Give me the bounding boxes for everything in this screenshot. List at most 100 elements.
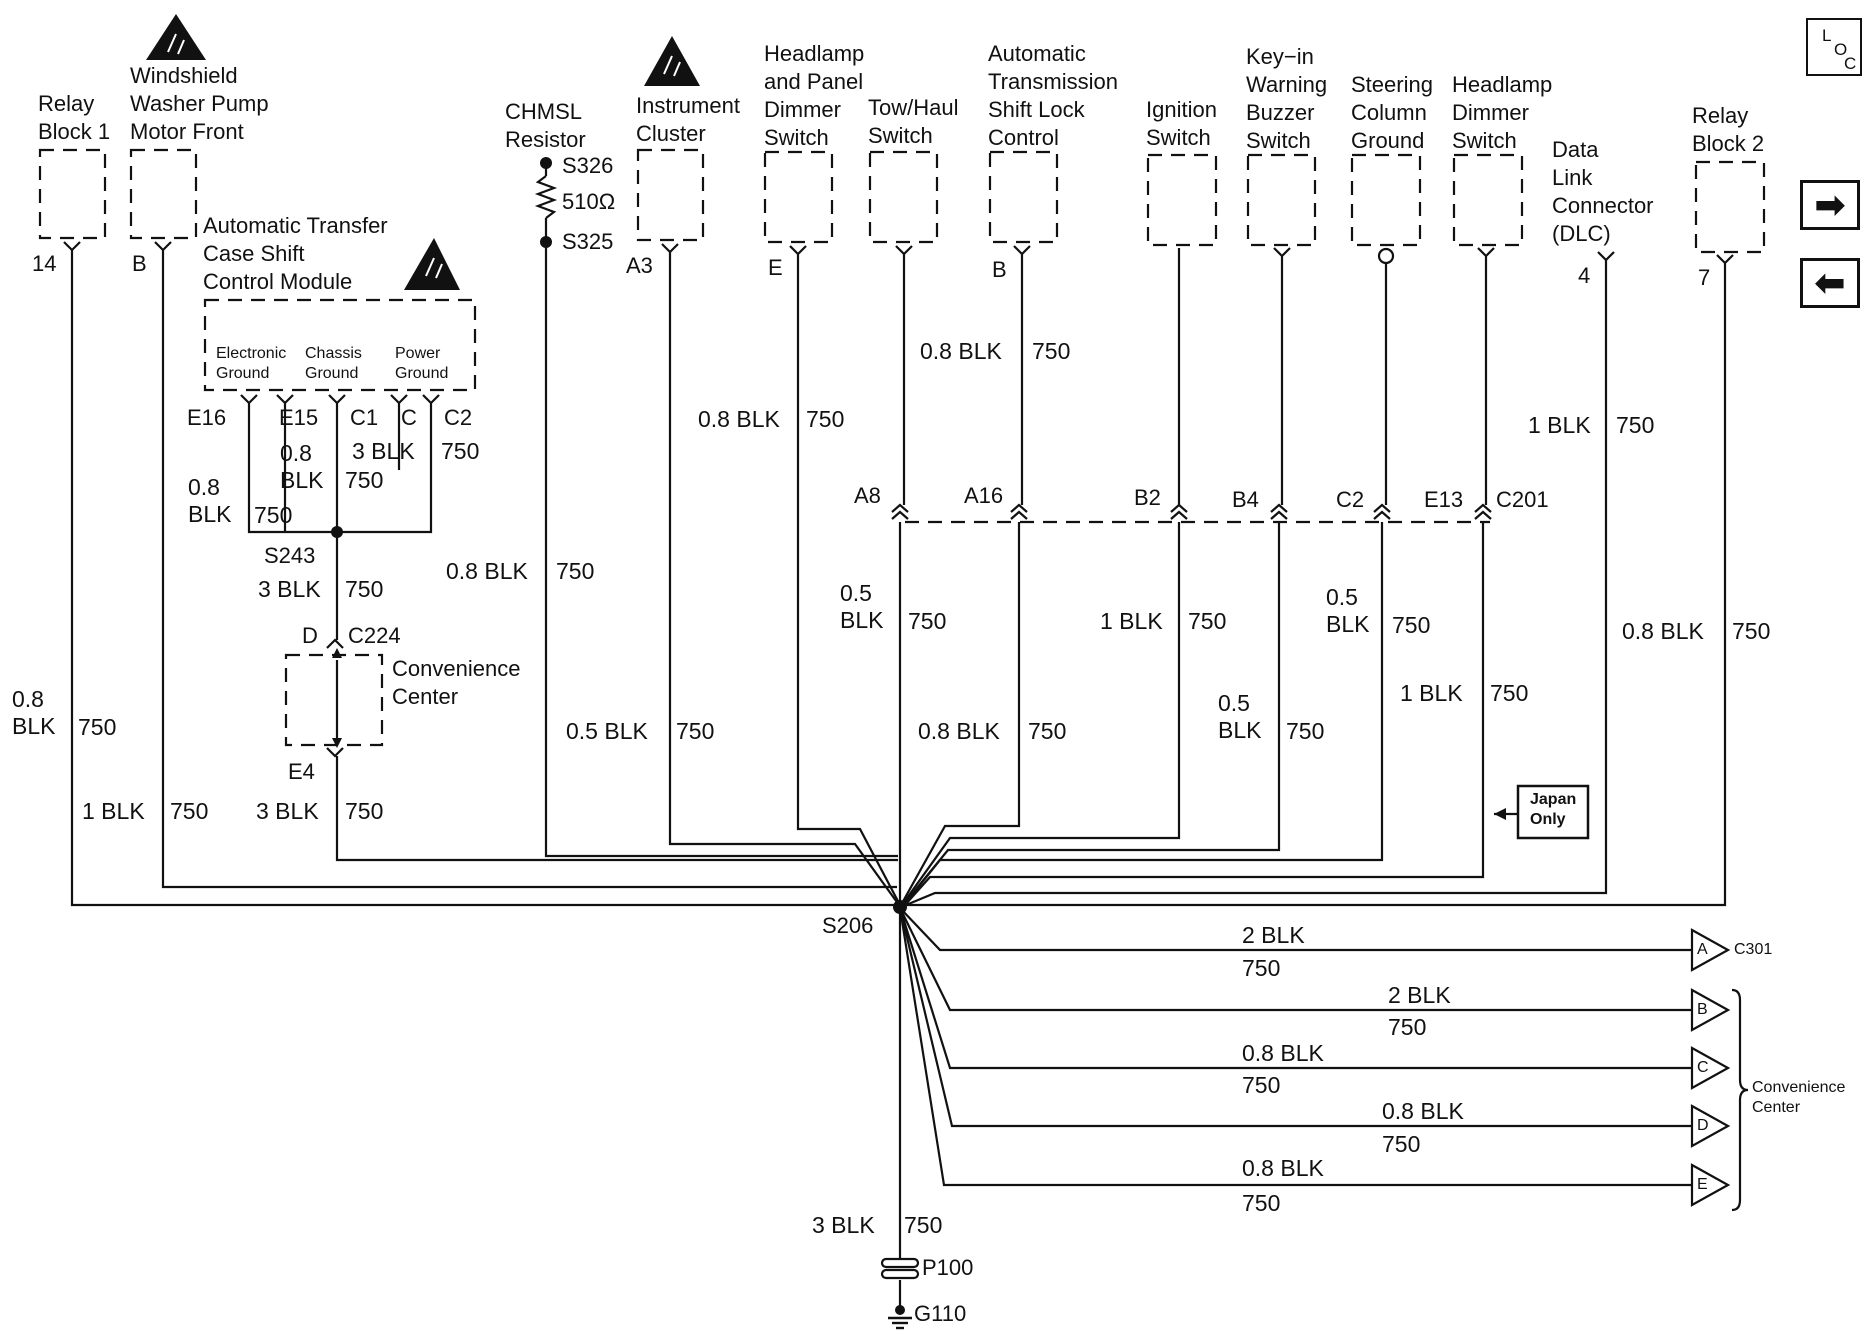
steering-ground-ring — [1377, 247, 1395, 265]
arrow-e: E — [1697, 1176, 1708, 1193]
relay-block-1-box — [38, 148, 107, 240]
prev-page-button[interactable]: ⬅ — [1800, 258, 1860, 308]
wire-code-tc-d: 750 — [441, 438, 480, 464]
pin-c2-c201: C2 — [1336, 487, 1365, 512]
connector-c301: C301 — [1734, 941, 1773, 958]
esd-icon-2 — [644, 36, 700, 86]
instrument-cluster-label: Instrument Cluster — [636, 93, 740, 146]
wire-out-a — [899, 907, 1692, 952]
ground-g110: G110 — [914, 1301, 967, 1326]
wire-dlc — [905, 268, 1608, 907]
pin-e: E — [768, 255, 783, 280]
pin-b-shift: B — [992, 257, 1007, 282]
wire-headlamp-panel — [796, 262, 901, 906]
out-arrows — [1690, 928, 1731, 1207]
pin-7: 7 — [1698, 265, 1711, 290]
steering-ground-label: Steering Column Ground — [1351, 72, 1433, 153]
wire-code-ign: 750 — [1188, 608, 1227, 634]
wire-washer-pump — [161, 258, 897, 889]
wire-code-chmsl: 750 — [556, 558, 595, 584]
wire-out-c — [898, 907, 1692, 1070]
wire-code-out-c: 750 — [1242, 1072, 1281, 1098]
splice-s206: S206 — [822, 913, 874, 938]
transfer-case-box — [203, 298, 477, 392]
wire-label-chmsl: 0.8 BLK — [446, 558, 528, 584]
arrow-right-icon: ➡ — [1814, 184, 1846, 225]
wire-code-tc-a: 750 — [254, 502, 293, 528]
splice-s326: S326 — [562, 153, 614, 178]
wire-label-rb1: 0.8 BLK — [12, 686, 56, 739]
wire-out-e — [898, 907, 1692, 1187]
headlamp-dimmer-box — [1452, 153, 1524, 247]
keyin-buzzer-label: Key−in Warning Buzzer Switch — [1246, 44, 1328, 153]
dlc-label: Data Link Connector (DLC) — [1552, 137, 1654, 246]
washer-pump-box — [129, 148, 198, 240]
s325-dot — [540, 236, 552, 248]
wire-code-rb1: 750 — [78, 714, 117, 740]
wire-label-out-b: 2 BLK — [1388, 982, 1451, 1008]
next-page-button[interactable]: ➡ — [1800, 180, 1860, 230]
wire-label-hpd: 0.8 BLK — [698, 406, 780, 432]
arrow-a: A — [1697, 941, 1708, 958]
component-boxes — [38, 148, 1766, 747]
wire-label-ground: 3 BLK — [812, 1212, 875, 1238]
wire-code-th-dn: 750 — [908, 608, 947, 634]
pin-a3: A3 — [626, 253, 653, 278]
relay-block-1-label: Relay Block 1 — [38, 91, 111, 144]
wire-code-out-e: 750 — [1242, 1190, 1281, 1216]
wire-label-hd-up: 1 BLK — [1528, 412, 1591, 438]
trans-shift-lock-box — [988, 150, 1059, 244]
splice-s325: S325 — [562, 229, 614, 254]
splice-s243: S243 — [264, 543, 316, 568]
wire-label-th-up: 0.8 BLK — [920, 338, 1002, 364]
wire-code-hd-dn: 750 — [1490, 680, 1529, 706]
pin-a16: A16 — [964, 483, 1004, 508]
wire-out-d — [898, 907, 1692, 1128]
convenience-center-small-label: Convenience Center — [1752, 1079, 1846, 1116]
wire-label-ic: 0.5 BLK — [566, 718, 648, 744]
wire-label-key: 0.5 BLK — [1218, 690, 1262, 743]
wire-label-out-a: 2 BLK — [1242, 922, 1305, 948]
wire-label-tsl: 0.8 BLK — [918, 718, 1000, 744]
wire-code-steer: 750 — [1392, 612, 1431, 638]
convenience-center-label: Convenience Center — [392, 656, 521, 709]
g110-ground-icon — [895, 1305, 905, 1315]
headlamp-panel-dimmer-label: Headlamp and Panel Dimmer Switch — [764, 41, 865, 150]
tow-haul-box — [868, 150, 939, 244]
wire-relay-block-1 — [70, 258, 896, 907]
wire-label-s243: 3 BLK — [258, 576, 321, 602]
wire-label-steer: 0.5 BLK — [1326, 584, 1370, 637]
wire-label-out-d: 0.8 BLK — [1382, 1098, 1464, 1124]
pin-4: 4 — [1578, 263, 1591, 288]
wire-label-out-e: 0.8 BLK — [1242, 1155, 1324, 1181]
pin-e4: E4 — [288, 759, 315, 784]
wire-code-key: 750 — [1286, 718, 1325, 744]
washer-pump-label: Windshield Washer Pump Motor Front — [130, 63, 269, 144]
wire-code-rb2: 750 — [1732, 618, 1771, 644]
headlamp-dimmer-label: Headlamp Dimmer Switch — [1452, 72, 1553, 153]
arrow-c: C — [1697, 1059, 1709, 1076]
ignition-label: Ignition Switch — [1146, 97, 1217, 150]
wire-code-hpd: 750 — [806, 406, 845, 432]
wire-label-out-c: 0.8 BLK — [1242, 1040, 1324, 1066]
wire-headlamp-dimmer — [904, 522, 1485, 906]
wire-label-ign: 1 BLK — [1100, 608, 1163, 634]
tow-haul-label: Tow/Haul Switch — [868, 95, 959, 148]
wire-code-ground: 750 — [904, 1212, 943, 1238]
convenience-center-box — [284, 653, 384, 747]
electronic-ground-label: Electronic Ground — [216, 345, 287, 382]
pin-e16: E16 — [187, 405, 227, 430]
location-button[interactable]: L O C — [1806, 18, 1862, 76]
pin-e13: E13 — [1424, 487, 1464, 512]
connector-c201: C201 — [1496, 487, 1549, 512]
s326-dot — [540, 157, 552, 169]
arrow-left-icon: ⬅ — [1814, 262, 1846, 303]
wire-code-out-d: 750 — [1382, 1131, 1421, 1157]
s243-dot — [331, 526, 343, 538]
wire-code-hd-up: 750 — [1616, 412, 1655, 438]
wire-e4 — [335, 756, 898, 862]
trans-shift-lock-label: Automatic Transmission Shift Lock Contro… — [988, 41, 1118, 150]
wire-label-tc-a: 0.8 BLK — [188, 474, 232, 527]
